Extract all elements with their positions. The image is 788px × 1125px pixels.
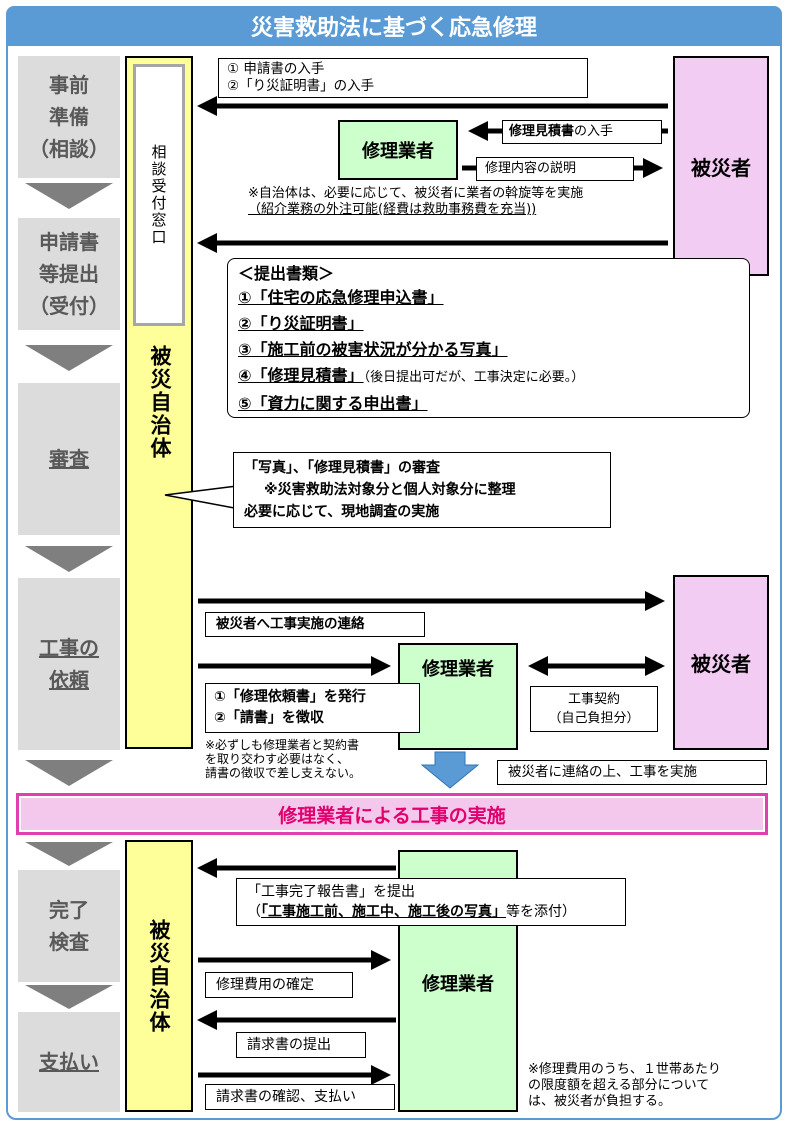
consult-note-2: （紹介業務の外注可能(経費は救助事務費を充当)) <box>248 202 537 217</box>
chevron-down-icon <box>25 842 113 866</box>
chevron-down-icon <box>25 183 113 209</box>
estimate-box: 修理見積書の入手 <box>502 120 662 144</box>
execute-box: 被災者に連絡の上、工事を実施 <box>497 760 767 785</box>
contract-line-2: （自己負担分） <box>548 711 640 726</box>
doc-5: ⑤「資力に関する申出書」 <box>238 394 428 413</box>
down-arrow-icon <box>420 751 480 789</box>
request-note: ※必ずしも修理業者と契約書 を取り交わす必要はなく、 請書の徴収で差し支えない。 <box>205 738 362 780</box>
doc-1: ①「住宅の応急修理申込書」 <box>238 288 444 307</box>
reception-label: 相談受付窓口 <box>149 144 168 246</box>
order-box: ①「修理依頼書」を発行 ②「請書」を徴収 <box>205 683 420 733</box>
contractor-label-request: 修理業者 <box>422 659 494 680</box>
doc-2: ②「り災証明書」 <box>238 314 364 333</box>
report-line-2: （「工事施工前、施工中、施工後の写真」等を添付） <box>247 902 615 922</box>
report-open: （ <box>247 904 261 920</box>
order-line-1: ①「修理依頼書」を発行 <box>214 689 366 705</box>
stage-payment-label: 支払い <box>39 1050 99 1074</box>
contractor-label-lower: 修理業者 <box>422 974 494 995</box>
consult-note-1: ※自治体は、必要に応じて、被災者に業者の斡旋等を実施 <box>248 186 584 201</box>
victim-box-middle: 被災者 <box>673 575 769 750</box>
doc-4: ④「修理見積書」 <box>238 366 364 385</box>
payment-note: ※修理費用のうち、１世帯あたり の限度額を超える部分について は、被災者が負担す… <box>528 1062 721 1109</box>
chevron-down-icon <box>25 345 113 371</box>
doc-4-note: （後日提出可だが、工事決定に必要。） <box>363 370 585 385</box>
confirm-cost-box: 修理費用の確定 <box>205 972 353 998</box>
review-line-1: 「写真」、「修理見積書」の審査 <box>244 460 440 476</box>
stage-review-label: 審査 <box>49 447 89 471</box>
obtain-line-2: ②「り災証明書」の入手 <box>227 78 375 94</box>
stage-payment: 支払い <box>18 1012 120 1112</box>
pay-box: 請求書の確認、支払い <box>205 1084 395 1110</box>
review-callout: 「写真」、「修理見積書」の審査 ※災害救助法対象分と個人対象分に整理 必要に応じ… <box>233 452 611 528</box>
stage-apply: 申請書 等提出 （受付） <box>18 218 120 330</box>
municipality-label-upper-wrap: 被災自治体 <box>140 345 180 475</box>
doc-4-row: ④「修理見積書」（後日提出可だが、工事決定に必要。） <box>238 363 739 391</box>
review-line-3: 必要に応じて、現地調査の実施 <box>244 504 440 520</box>
stage-inspect: 完了 検査 <box>18 870 120 982</box>
consult-note: ※自治体は、必要に応じて、被災者に業者の斡旋等を実施 （紹介業務の外注可能(経費… <box>248 186 668 218</box>
contractor-box-consult: 修理業者 <box>338 120 458 180</box>
report-photos: 「工事施工前、施工中、施工後の写真」 <box>261 904 506 920</box>
stage-request: 工事の 依頼 <box>18 578 120 750</box>
doc-3: ③「施工前の被害状況が分かる写真」 <box>238 340 508 359</box>
chevron-down-icon <box>25 760 113 786</box>
victim-box-upper: 被災者 <box>673 56 769 276</box>
stage-review: 審査 <box>18 383 120 535</box>
municipality-column-lower: 被災自治体 <box>125 840 193 1112</box>
explain-box: 修理内容の説明 <box>476 157 634 181</box>
submit-docs-header: ＜提出書類＞ <box>238 264 335 283</box>
chevron-down-icon <box>25 546 113 572</box>
execution-banner-label: 修理業者による工事の実施 <box>21 798 763 830</box>
contract-box: 工事契約 （自己負担分） <box>530 686 658 732</box>
notify-box: 被災者へ工事実施の連絡 <box>205 612 425 637</box>
execution-banner: 修理業者による工事の実施 <box>16 793 768 835</box>
estimate-label: 修理見積書 <box>509 124 575 139</box>
report-box: 「工事完了報告書」を提出 （「工事施工前、施工中、施工後の写真」等を添付） <box>236 878 626 926</box>
reception-window: 相談受付窓口 <box>133 64 185 326</box>
review-line-2: ※災害救助法対象分と個人対象分に整理 <box>264 482 516 498</box>
obtain-docs-box: ① 申請書の入手 ②「り災証明書」の入手 <box>218 58 588 98</box>
stage-request-label: 工事の 依頼 <box>39 636 99 692</box>
estimate-suffix: の入手 <box>574 124 614 139</box>
obtain-line-1: ① 申請書の入手 <box>227 61 325 77</box>
contract-line-1: 工事契約 <box>567 692 620 707</box>
municipality-label: 被災自治体 <box>147 918 171 1034</box>
municipality-label: 被災自治体 <box>148 345 172 460</box>
order-line-2: ②「請書」を徴収 <box>214 710 324 726</box>
stage-consult: 事前 準備 （相談） <box>18 56 120 178</box>
submit-docs-box: ＜提出書類＞ ①「住宅の応急修理申込書」 ②「り災証明書」 ③「施工前の被害状況… <box>227 258 750 418</box>
chevron-down-icon <box>25 985 113 1009</box>
report-close: 等を添付） <box>506 904 576 920</box>
invoice-box: 請求書の提出 <box>236 1032 366 1058</box>
page-title: 災害救助法に基づく応急修理 <box>6 6 782 46</box>
report-line-1: 「工事完了報告書」を提出 <box>247 884 415 900</box>
